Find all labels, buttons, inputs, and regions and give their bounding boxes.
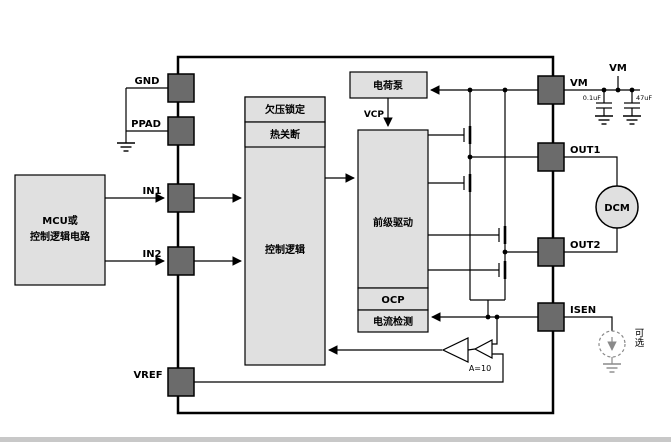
mcu-label-line1: MCU或 (42, 214, 77, 227)
pin-vref: VREF (133, 367, 195, 397)
vcp-label: VCP (364, 110, 385, 120)
block-uvlo-label: 欠压锁定 (265, 103, 305, 116)
vm-supply-label: VM (609, 63, 627, 74)
block-predriver-label: 前级驱动 (373, 216, 413, 229)
block-ocp-label: OCP (381, 295, 404, 306)
pin-out2: OUT2 (537, 237, 600, 267)
cap-small-label: 0.1uF (583, 94, 601, 102)
pin-in2-label: IN2 (142, 249, 161, 260)
vm-supply: VM 0.1uF 47uF (564, 63, 652, 125)
pin-out2-label: OUT2 (570, 240, 600, 251)
block-control-logic: 欠压锁定 热关断 控制逻辑 (244, 96, 326, 366)
pin-vref-label: VREF (133, 370, 162, 381)
block-current-sense-label: 电流检测 (373, 315, 413, 328)
amplifier-a10: A=10 (469, 339, 493, 373)
mcu-label-line2: 控制逻辑电路 (30, 230, 91, 243)
ground-symbol (602, 363, 622, 373)
mosfet-ls2 (428, 261, 507, 279)
mcu-block: MCU或 控制逻辑电路 (14, 174, 106, 286)
horizontal-scrollbar[interactable] (0, 437, 671, 442)
optional-label: 可选 (633, 328, 645, 348)
pin-out1-label: OUT1 (570, 145, 600, 156)
gain-label: A=10 (469, 364, 491, 373)
motor-dcm: DCM (564, 156, 639, 253)
block-current-sense: 电流检测 (357, 309, 429, 333)
junction-dots (467, 87, 635, 320)
block-control-logic-label: 控制逻辑 (265, 243, 305, 256)
ground-symbol (116, 142, 136, 152)
block-predriver: 前级驱动 (357, 129, 429, 289)
block-uvlo (244, 96, 326, 123)
cap-large-label: 47uF (636, 94, 652, 102)
pin-isen-label: ISEN (570, 305, 596, 316)
comparator (441, 337, 476, 363)
pin-ppad-label: PPAD (131, 119, 161, 130)
optional-current-source: 可选 (564, 316, 645, 373)
pin-in1-label: IN1 (142, 186, 161, 197)
block-charge-pump: 电荷泵 (349, 71, 428, 99)
pin-in2: IN2 (142, 246, 195, 276)
pin-vm: VM (537, 75, 588, 105)
block-charge-pump-label: 电荷泵 (373, 79, 404, 92)
mosfet-hs1 (428, 126, 472, 144)
pin-ppad: PPAD (131, 116, 195, 146)
wire-vref-to-amp (194, 353, 504, 383)
block-thermal-shutdown (244, 121, 326, 148)
ground-symbol (622, 115, 642, 125)
block-ocp: OCP (357, 287, 429, 311)
pin-vm-label: VM (570, 78, 588, 89)
motor-label: DCM (604, 203, 630, 214)
pin-in1: IN1 (142, 183, 195, 213)
ground-symbol (594, 115, 614, 125)
pin-isen: ISEN (537, 302, 596, 332)
block-thermal-label: 热关断 (270, 128, 300, 141)
wire-isen-to-amp (492, 317, 498, 345)
pin-gnd-label: GND (135, 76, 160, 87)
gnd-ppad-net (116, 87, 168, 152)
mosfet-ls1 (428, 174, 472, 192)
input-wires (105, 193, 504, 383)
mosfet-hs2 (428, 226, 507, 244)
pin-gnd: GND (135, 73, 195, 103)
